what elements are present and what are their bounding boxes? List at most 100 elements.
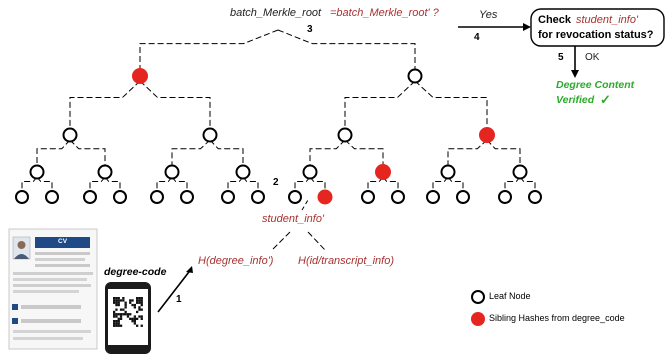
qr-module [117,303,120,307]
qr-module [140,315,143,318]
tree-edge-l3-1 [486,139,521,165]
arrow-head-1 [186,266,193,273]
qr-module [122,313,125,316]
leaf-node [251,190,265,204]
tree-edge-l4-1 [104,176,121,190]
root-label: batch_Merkle_root [230,7,322,19]
tree-node [337,127,353,143]
tree-edge-l4-1 [171,176,188,190]
tree-node [29,164,45,180]
qr-module [140,308,143,311]
tree-node [202,127,218,143]
tree-node [302,164,318,180]
qr-module [113,299,116,302]
qr-module [113,324,116,327]
qr-module [136,299,139,302]
tree-node [97,164,113,180]
qr-module [122,299,125,302]
leaf-node [288,190,302,204]
check-suffix: for revocation status? [538,29,654,41]
legend-leaf-label: Leaf Node [489,291,531,301]
hash-to-leaf-left [301,199,309,211]
leaf-node [150,190,164,204]
qr-module [115,324,118,327]
qr-module [113,320,116,323]
qr-module [140,299,143,302]
qr-module [131,299,134,302]
step-3-label: 3 [307,24,313,35]
tree-edge-l4-0 [294,176,311,190]
qr-caption: degree-code [104,266,167,278]
tree-node [62,127,78,143]
qr-module [119,313,123,316]
tree-node [407,68,423,84]
tree-edge-l1-0 [139,29,279,69]
legend-sibling-marker [471,312,485,326]
qr-module [115,297,118,300]
tree-edge-l2-0 [344,80,416,128]
qr-module [140,297,143,300]
checkmark-icon: ✓ [600,92,611,107]
qr-code-icon [113,297,143,327]
legend-sibling-label: Sibling Hashes from degree_code [489,313,625,323]
qr-module [124,303,127,307]
qr-module [119,299,123,302]
sibling-hash-node [479,127,495,143]
qr-module [124,306,127,309]
tree-edge-l3-0 [171,139,211,165]
tree-edge-l1-1 [277,29,416,69]
tree-node [164,164,180,180]
step-4-label: 4 [474,32,480,43]
tree-node [512,164,528,180]
qr-module [136,310,139,314]
qr-module [136,301,139,304]
cv-header-bar [35,237,90,248]
qr-module [133,303,136,307]
qr-module [115,313,118,316]
tree-edge-l4-0 [432,176,449,190]
qr-module [140,303,143,307]
student-info-label: student_info' [262,213,325,225]
result-line-2: Verified [556,94,595,106]
qr-module [115,308,118,311]
qr-module [115,301,118,304]
qr-module [131,303,134,307]
step-2-label: 2 [273,177,279,188]
qr-module [133,322,136,325]
leaf-node [45,190,59,204]
qr-module [117,320,120,323]
qr-module [113,313,116,316]
leaf-node [15,190,29,204]
qr-module [124,310,127,314]
yes-label: Yes [479,9,498,21]
qr-module [138,299,141,302]
qr-module [117,297,120,300]
qr-module [117,322,120,325]
root-compare-label: =batch_Merkle_root' ? [330,7,439,19]
qr-module [140,317,143,320]
qr-module [117,313,120,316]
qr-module [136,297,139,300]
qr-module [124,301,127,304]
tree-node [440,164,456,180]
qr-module [119,324,123,327]
legend-leaf-marker [471,290,485,304]
sibling-hash-node [317,189,333,205]
qr-module [113,301,116,304]
qr-module [122,297,125,300]
qr-module [124,313,127,316]
tree-edge-l2-1 [414,80,488,128]
tree-edge-l4-0 [227,176,244,190]
tree-node [235,164,251,180]
tree-edges [21,29,536,190]
qr-module [117,301,120,304]
qr-module [113,297,116,300]
qr-module [117,299,120,302]
check-variable: student_info' [576,14,639,26]
qr-module [119,308,123,311]
step-1-label: 1 [176,294,182,305]
arrow-head-ok [571,70,579,78]
qr-module [119,315,123,318]
tree-edge-l4-0 [504,176,521,190]
